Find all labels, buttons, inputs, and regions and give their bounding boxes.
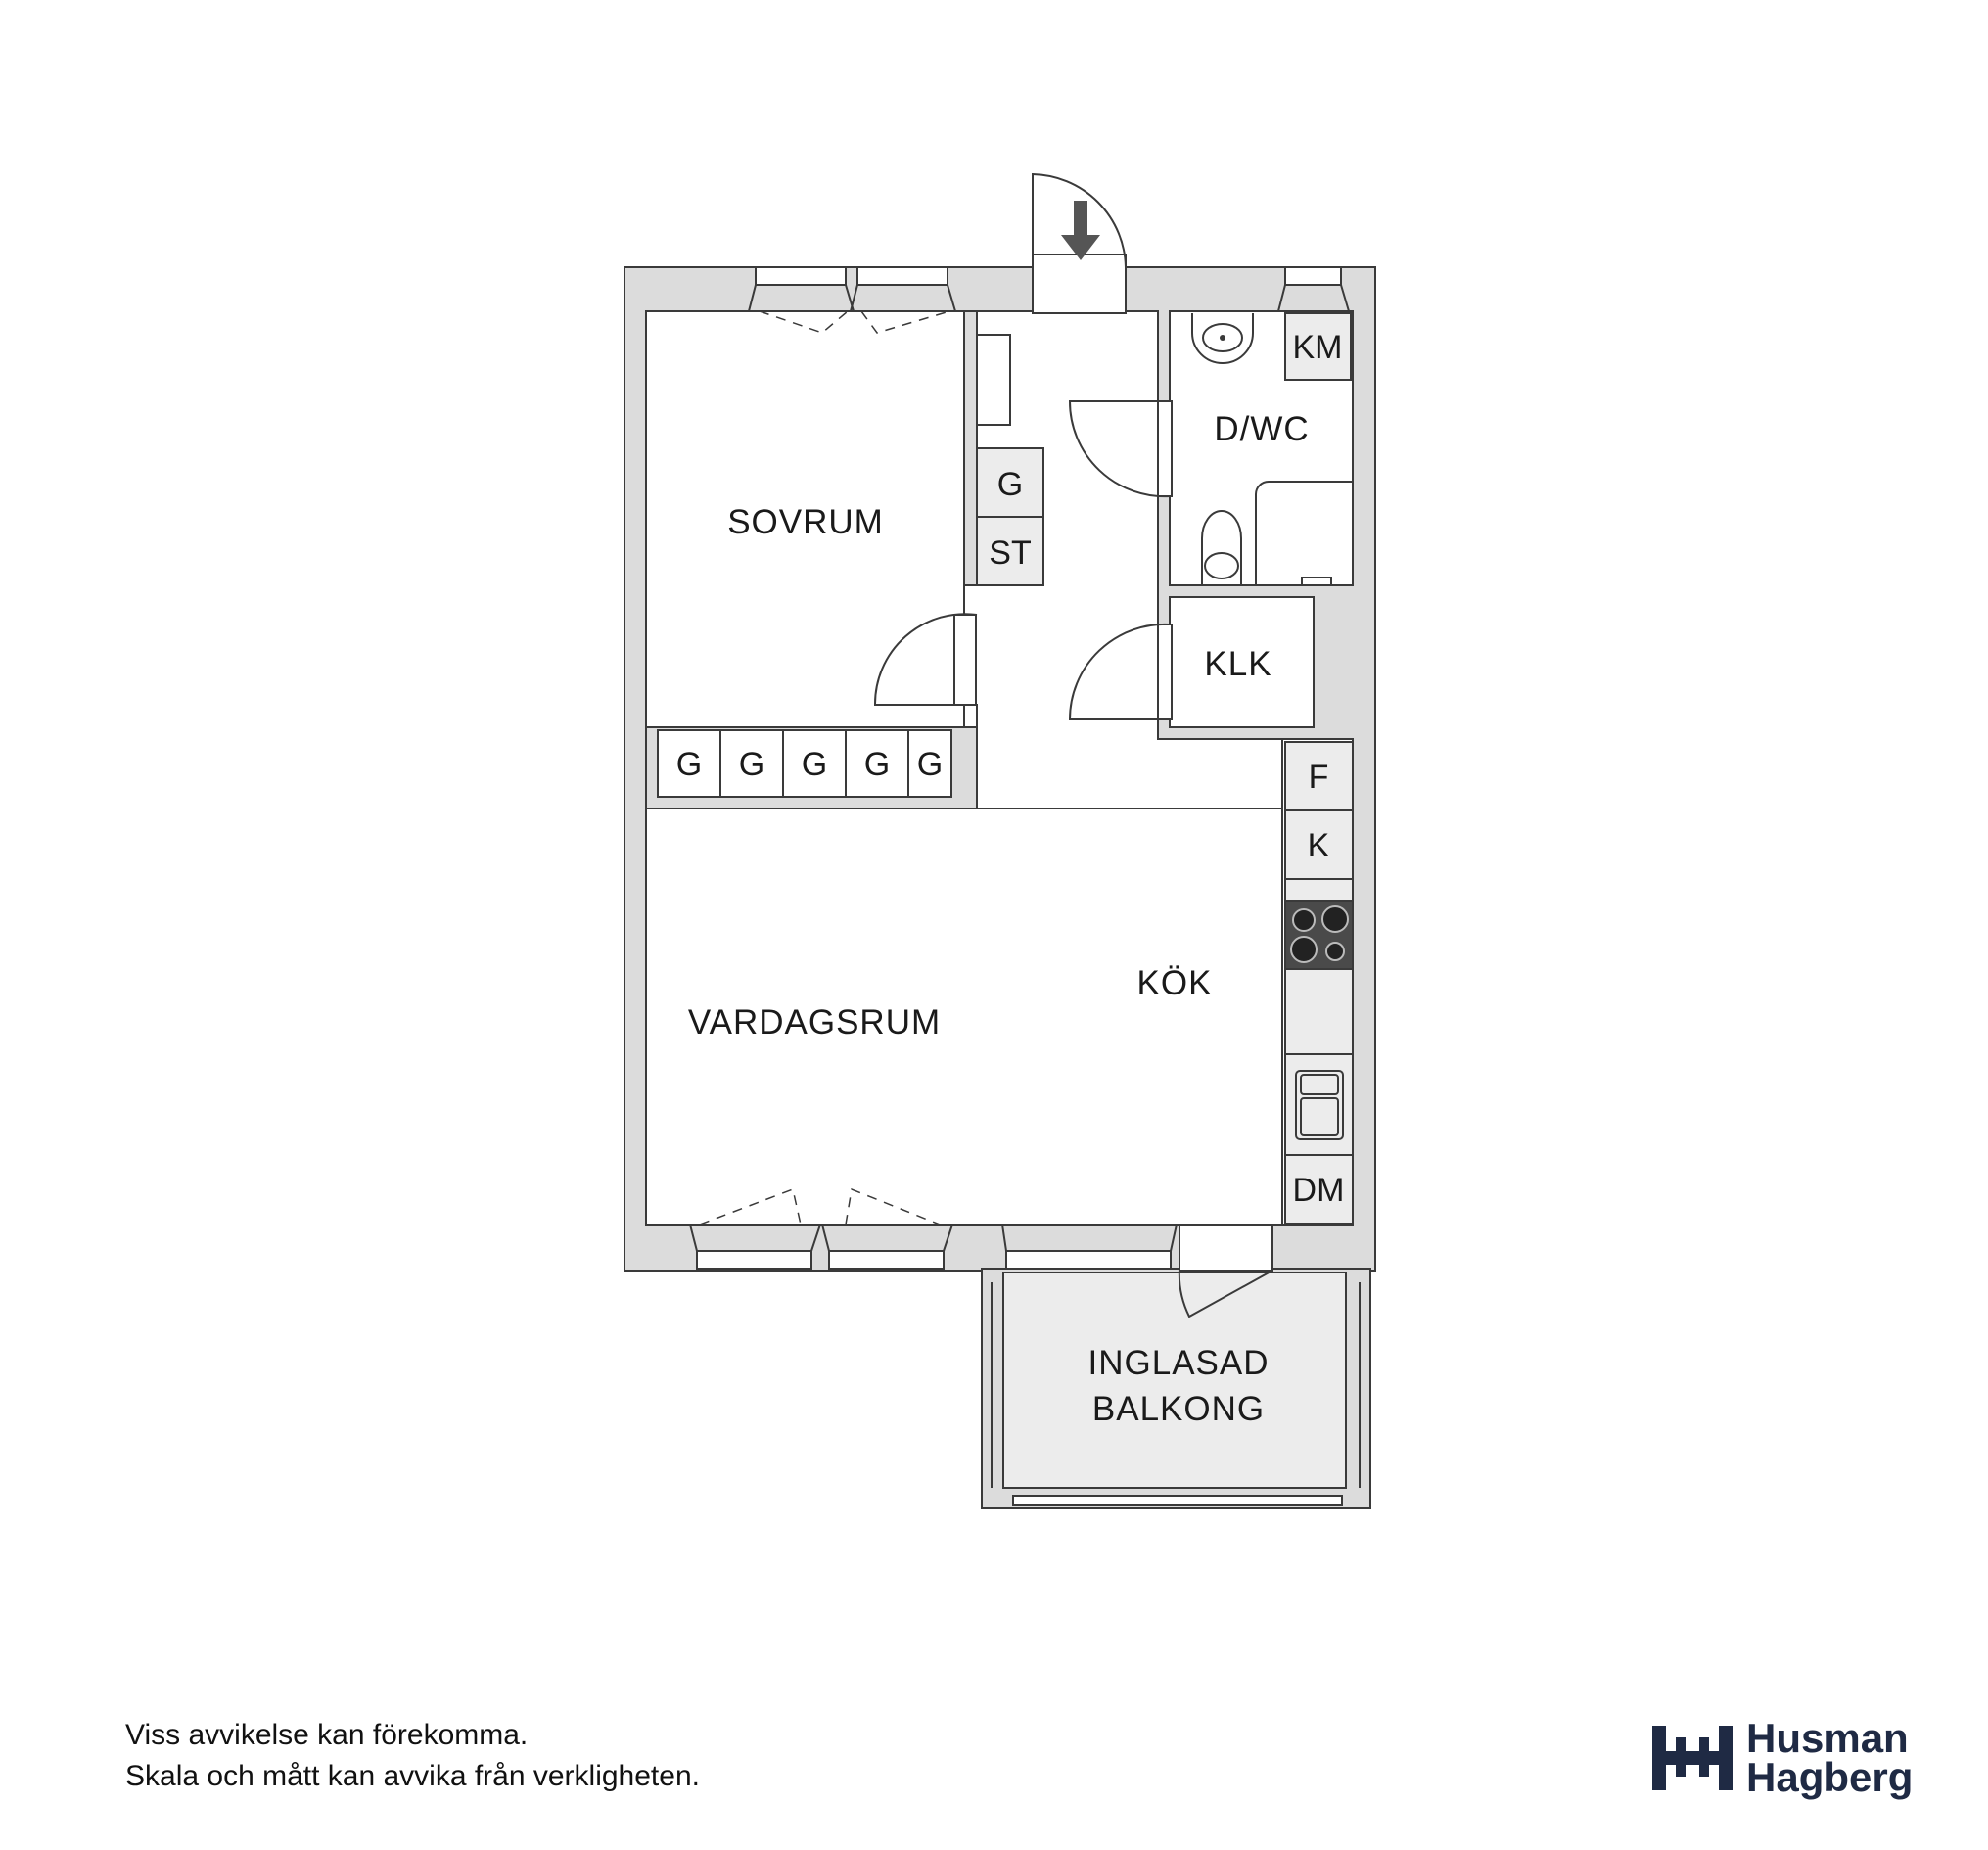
freezer-label: K bbox=[1308, 827, 1330, 864]
husman-hagberg-logo-icon bbox=[1652, 1726, 1733, 1790]
sink-icon bbox=[1191, 313, 1254, 364]
stove-burner-3 bbox=[1290, 936, 1318, 963]
shower-mixer bbox=[1301, 577, 1332, 585]
cabinet-st bbox=[976, 516, 1044, 586]
entrance-door-swing bbox=[1032, 172, 1127, 311]
window-bottom-1 bbox=[696, 1250, 812, 1270]
counter-1 bbox=[1284, 878, 1354, 902]
wardrobe-g-label-3: G bbox=[802, 746, 827, 783]
window-bottom-2-sill bbox=[820, 1224, 954, 1252]
room-label-vardagsrum: VARDAGSRUM bbox=[688, 1003, 941, 1041]
stove-burner-4 bbox=[1325, 942, 1345, 961]
freezer bbox=[1284, 809, 1354, 880]
entrance-arrow-icon bbox=[1061, 201, 1100, 260]
wardrobe-g-label-1: G bbox=[676, 746, 702, 783]
balcony-door-swing bbox=[1178, 1225, 1273, 1318]
cabinet-g-hall-label: G bbox=[997, 466, 1023, 503]
window-top-swing bbox=[759, 310, 950, 334]
kitchen-sink-basin-1 bbox=[1300, 1074, 1339, 1095]
shower-rail bbox=[1255, 481, 1353, 585]
stove-burner-2 bbox=[1321, 905, 1349, 933]
klk-floor bbox=[1169, 596, 1315, 728]
wardrobe-g-label-4: G bbox=[864, 746, 890, 783]
dishwasher bbox=[1284, 1154, 1354, 1225]
window-bath-sill bbox=[1276, 284, 1351, 312]
toilet-icon bbox=[1201, 510, 1242, 585]
room-label-kok: KÖK bbox=[1137, 964, 1213, 1002]
wardrobe-g-label-2: G bbox=[739, 746, 764, 783]
disclaimer-line-1: Viss avvikelse kan förekomma. bbox=[125, 1719, 529, 1751]
wardrobe-g-label-5: G bbox=[917, 746, 943, 783]
hall-wall-strip bbox=[963, 310, 978, 586]
toilet-seat bbox=[1204, 552, 1239, 579]
wardrobe-g-5 bbox=[907, 729, 952, 798]
cabinet-g-hall bbox=[976, 447, 1044, 518]
window-bottom-3 bbox=[1005, 1250, 1172, 1270]
window-top-1 bbox=[755, 266, 847, 286]
washing-machine-label: KM bbox=[1293, 329, 1343, 366]
brand-logo: Husman Hagberg bbox=[1652, 1715, 1914, 1800]
window-bottom-2 bbox=[828, 1250, 945, 1270]
room-label-klk: KLK bbox=[1204, 645, 1271, 683]
disclaimer: Viss avvikelse kan förekomma. Skala och … bbox=[125, 1715, 700, 1797]
window-bath bbox=[1284, 266, 1342, 286]
room-label-balkong-2: BALKONG bbox=[1092, 1390, 1265, 1428]
kitchen-sink-icon bbox=[1295, 1070, 1344, 1140]
window-top-2 bbox=[856, 266, 948, 286]
bath-door-opening bbox=[1157, 400, 1173, 497]
fridge bbox=[1284, 741, 1354, 811]
window-bottom-swing bbox=[699, 1187, 941, 1226]
cabinet-st-label: ST bbox=[989, 534, 1031, 572]
disclaimer-line-2: Skala och mått kan avvika från verklighe… bbox=[125, 1760, 700, 1792]
wardrobe-g-2 bbox=[719, 729, 784, 798]
sink-drain bbox=[1220, 335, 1225, 341]
balcony-glazing-bottom bbox=[1012, 1495, 1343, 1506]
sink-bowl bbox=[1202, 323, 1243, 352]
window-bottom-3-sill bbox=[1000, 1224, 1179, 1252]
balcony-door-opening bbox=[1179, 1224, 1273, 1272]
window-bottom-1-sill bbox=[688, 1224, 822, 1252]
hall-wardrobe bbox=[976, 334, 1011, 426]
bedroom-door-opening bbox=[953, 614, 977, 706]
klk-door-opening bbox=[1157, 624, 1173, 720]
room-label-balkong-1: INGLASAD bbox=[1088, 1344, 1270, 1382]
bedroom-door-swing bbox=[873, 613, 978, 706]
dishwasher-label: DM bbox=[1293, 1172, 1345, 1209]
room-label-dwc: D/WC bbox=[1214, 410, 1309, 448]
window-top-2-sill bbox=[849, 284, 957, 312]
brand-name: Husman Hagberg bbox=[1746, 1715, 1914, 1800]
bath-door-swing bbox=[1068, 400, 1171, 498]
brand-line-1: Husman bbox=[1746, 1715, 1909, 1761]
washing-machine bbox=[1284, 312, 1352, 381]
living-kitchen-floor bbox=[645, 808, 1283, 1226]
fridge-label: F bbox=[1309, 759, 1329, 796]
balcony-floor bbox=[1002, 1272, 1347, 1489]
wardrobe-g-3 bbox=[782, 729, 847, 798]
klk-door-swing bbox=[1068, 623, 1171, 720]
kitchen-sink-basin-2 bbox=[1300, 1097, 1339, 1136]
stove-burner-1 bbox=[1292, 908, 1316, 932]
brand-line-2: Hagberg bbox=[1746, 1754, 1914, 1800]
window-top-1-sill bbox=[747, 284, 855, 312]
room-label-sovrum: SOVRUM bbox=[727, 503, 884, 541]
entrance-opening bbox=[1032, 254, 1127, 314]
counter-2 bbox=[1284, 968, 1354, 1055]
